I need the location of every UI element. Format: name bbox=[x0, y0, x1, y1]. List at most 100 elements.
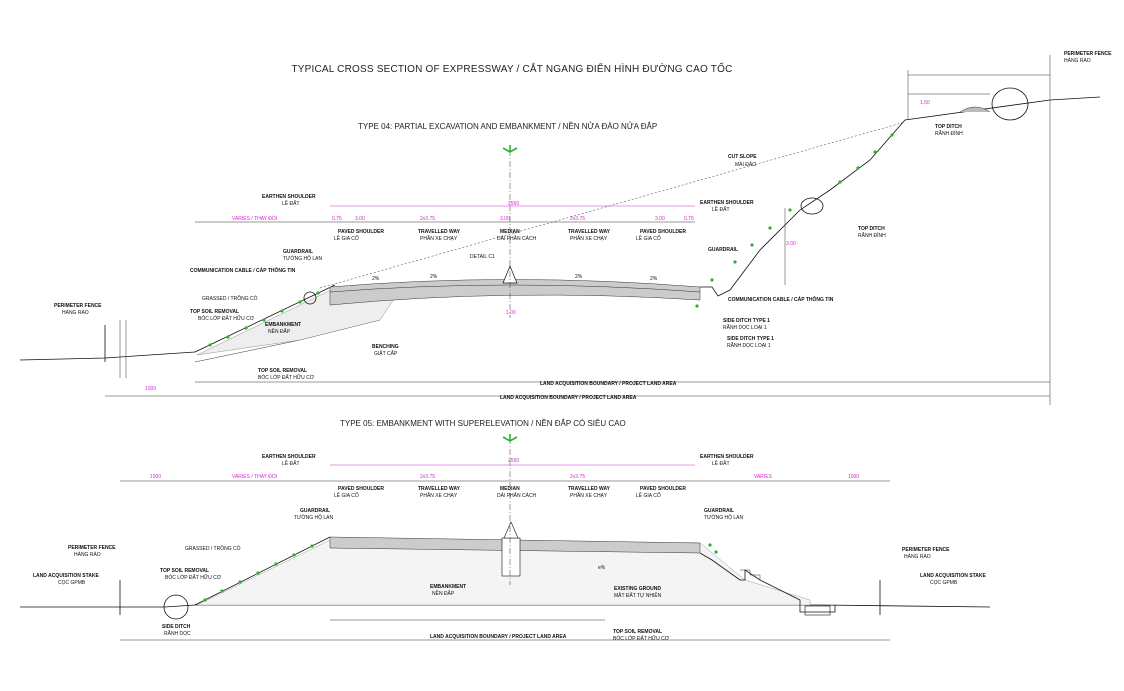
t05-grass-marks bbox=[203, 543, 718, 602]
t05-side-ditch bbox=[804, 605, 831, 616]
t05-fill-slope-left bbox=[194, 536, 331, 606]
t04-top-ditch-vn: RÃNH ĐỈNH bbox=[935, 130, 963, 137]
t05-fence-left-label: PERIMETER FENCE bbox=[68, 545, 116, 551]
t04-side-ditch-2: SIDE DITCH TYPE 1 bbox=[727, 336, 774, 342]
type04-title: TYPE 04: PARTIAL EXCAVATION AND EMBANKME… bbox=[358, 122, 658, 131]
t04-bench-ditch-label: TOP DITCH bbox=[858, 226, 885, 232]
t05-dim-right: 1000 bbox=[848, 474, 859, 480]
t04-shoulder-vn: LỀ ĐẤT bbox=[282, 200, 300, 207]
t04-side-ditch-vn: RÃNH DỌC LOẠI 1 bbox=[723, 324, 767, 331]
t05-guardrail-r: GUARDRAIL bbox=[704, 508, 734, 514]
t04-paved-shoulder-l: PAVED SHOULDER bbox=[338, 229, 384, 235]
t04-land-boundary: LAND ACQUISITION BOUNDARY / PROJECT LAND… bbox=[540, 381, 677, 387]
t04-fence-left-vn: HÀNG RÀO bbox=[62, 309, 89, 316]
t05-guardrail-l: GUARDRAIL bbox=[300, 508, 330, 514]
t04-fill-slope bbox=[194, 284, 336, 353]
t04-dim-left-offset: 1000 bbox=[145, 386, 156, 392]
t04-travelled-r: TRAVELLED WAY bbox=[568, 229, 611, 235]
t04-dim-ps-right: 3.00 bbox=[655, 216, 665, 222]
t05-stake-right-vn: CỌC GPMB bbox=[930, 580, 958, 586]
t04-land-boundary-2: LAND ACQUISITION BOUNDARY / PROJECT LAND… bbox=[500, 395, 637, 401]
t04-benching-vn: GIẬT CẤP bbox=[374, 350, 398, 357]
t04-cut-slope: CUT SLOPE bbox=[728, 154, 757, 160]
t04-shoulder-vn-r: LỀ ĐẤT bbox=[712, 206, 730, 213]
t05-existing-ground-vn: MẶT ĐẤT TỰ NHIÊN bbox=[614, 591, 662, 599]
t04-median-vn: DẢI PHÂN CÁCH bbox=[497, 235, 537, 242]
t05-land-acq: LAND ACQUISITION BOUNDARY / PROJECT LAND… bbox=[430, 634, 567, 640]
t05-dim-total: 2550 bbox=[508, 458, 519, 464]
t04-bench-ditch bbox=[800, 197, 824, 215]
page-title: TYPICAL CROSS SECTION OF EXPRESSWAY / CẮ… bbox=[291, 64, 733, 75]
t05-guardrail-vn-r: TƯỜNG HỘ LAN bbox=[704, 514, 744, 521]
t04-paved-shoulder-r: PAVED SHOULDER bbox=[640, 229, 686, 235]
t05-median: MEDIAN bbox=[500, 486, 520, 492]
t04-dim-varies: VARIES / THAY ĐỔI bbox=[232, 215, 277, 222]
t05-stake-right: LAND ACQUISITION STAKE bbox=[920, 573, 986, 579]
t05-median-barrier bbox=[503, 521, 519, 539]
t05-embankment: EMBANKMENT bbox=[430, 584, 466, 590]
t04-dim-lane-right: 2x3.75 bbox=[570, 216, 585, 222]
t04-fence-right-label: PERIMETER FENCE bbox=[1064, 51, 1112, 57]
t04-dim-ditch: 1.00 bbox=[506, 310, 516, 316]
t04-existing-ground-left bbox=[19, 351, 196, 361]
t04-paved-shoulder-vn-l: LỀ GIA CỐ bbox=[334, 235, 359, 242]
t04-top-ditch-fill bbox=[959, 106, 991, 113]
t05-fence-left-vn: HÀNG RÀO bbox=[74, 551, 101, 558]
t05-fence-right-label: PERIMETER FENCE bbox=[902, 547, 950, 553]
t04-top-ditch-label: TOP DITCH bbox=[935, 124, 962, 130]
t05-dim-varies-r: VARIES bbox=[754, 474, 773, 480]
t04-topsoil-vn: BÓC LỚP ĐẤT HỮU CƠ bbox=[198, 315, 255, 322]
t05-paved-vn-l: LỀ GIA CỐ bbox=[334, 492, 359, 499]
t05-superelevation: e% bbox=[598, 565, 606, 571]
t04-dim-ps-left: 3.00 bbox=[355, 216, 365, 222]
t05-ground bbox=[20, 604, 991, 608]
t04-slope-right: 2% bbox=[575, 274, 583, 280]
t05-paved-r: PAVED SHOULDER bbox=[640, 486, 686, 492]
t05-grassed: GRASSED / TRỒNG CỎ bbox=[185, 545, 241, 552]
t04-embankment: EMBANKMENT bbox=[265, 322, 301, 328]
t05-median-drain bbox=[501, 537, 521, 577]
t04-dim-total: 2550 bbox=[508, 201, 519, 207]
t04-topsoil-bottom: TOP SOIL REMOVAL bbox=[258, 368, 307, 374]
t04-grassed: GRASSED / TRỒNG CỎ bbox=[202, 295, 258, 302]
t04-travelled-vn-l: PHẦN XE CHẠY bbox=[420, 235, 458, 242]
t04-guardrail-r: GUARDRAIL bbox=[708, 247, 738, 253]
t04-benching: BENCHING bbox=[372, 344, 399, 350]
t05-centerline-marker bbox=[502, 434, 518, 442]
t04-cut-slope-vn: MÁI ĐÀO bbox=[735, 161, 756, 168]
t05-dim-varies: VARIES / THAY ĐỔI bbox=[232, 473, 277, 480]
t05-embankment-vn: NỀN ĐẮP bbox=[432, 589, 455, 597]
t04-side-ditch: SIDE DITCH TYPE 1 bbox=[723, 318, 770, 324]
t04-slope-left2: 2% bbox=[430, 274, 438, 280]
t05-left-pipe bbox=[163, 594, 189, 620]
t04-cable-left-label: COMMUNICATION CABLE / CÁP THÔNG TIN bbox=[190, 266, 296, 274]
t05-topsoil: TOP SOIL REMOVAL bbox=[160, 568, 209, 574]
t05-dim-lane-r: 2x3.75 bbox=[570, 474, 585, 480]
t05-stake-left-vn: CỌC GPMB bbox=[58, 580, 86, 586]
t04-dim-cut-h: 3.00 bbox=[786, 241, 796, 247]
t05-dim-left: 1000 bbox=[150, 474, 161, 480]
t04-topsoil-bottom-vn: BÓC LỚP ĐẤT HỮU CƠ bbox=[258, 374, 315, 381]
t05-guardrail-vn-l: TƯỜNG HỘ LAN bbox=[294, 514, 334, 521]
t04-centerline-marker bbox=[502, 145, 518, 153]
t05-travelled-vn-l: PHẦN XE CHẠY bbox=[420, 492, 458, 499]
t04-dim-lane-left: 2x3.75 bbox=[420, 216, 435, 222]
t04-topsoil-label: TOP SOIL REMOVAL bbox=[190, 309, 239, 315]
t05-side-ditch-l: SIDE DITCH bbox=[162, 624, 191, 630]
t05-shoulder-vn-r: LỀ ĐẤT bbox=[712, 460, 730, 467]
t04-embankment-body bbox=[196, 287, 401, 356]
t04-cable-right-label: COMMUNICATION CABLE / CÁP THÔNG TIN bbox=[728, 295, 834, 303]
t04-guardrail: GUARDRAIL bbox=[283, 249, 313, 255]
t04-pavement bbox=[329, 279, 701, 306]
t05-shoulder-r: EARTHEN SHOULDER bbox=[700, 454, 754, 460]
type04-section: 2550 VARIES / THAY ĐỔI 2x3.75 2x3.75 3.0… bbox=[19, 51, 1112, 405]
t05-topsoil-bottom-vn: BÓC LỚP ĐẤT HỮU CƠ bbox=[613, 635, 670, 642]
t05-existing-ground: EXISTING GROUND bbox=[614, 586, 661, 592]
t05-topsoil-bottom: TOP SOIL REMOVAL bbox=[613, 629, 662, 635]
t04-top-ditch bbox=[991, 87, 1029, 121]
t05-travelled-r: TRAVELLED WAY bbox=[568, 486, 611, 492]
t05-median-vn: DẢI PHÂN CÁCH bbox=[497, 492, 537, 499]
t04-travelled-l: TRAVELLED WAY bbox=[418, 229, 461, 235]
t04-existing-ground-dashed bbox=[319, 121, 906, 289]
